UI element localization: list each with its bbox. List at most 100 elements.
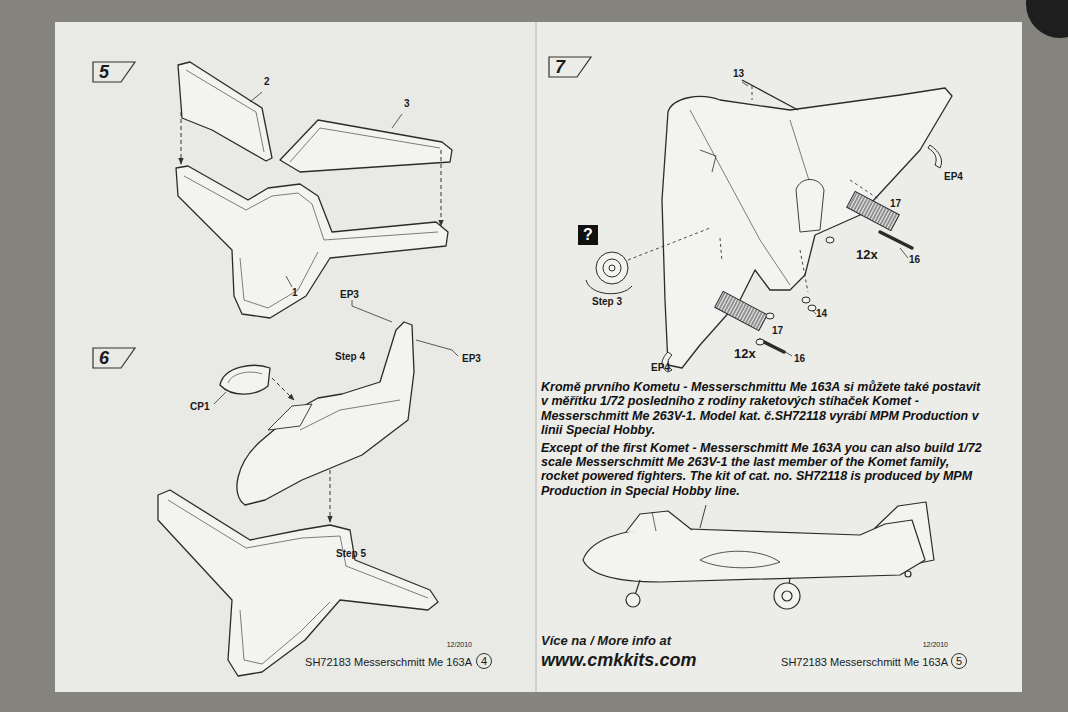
part-number: 16 — [794, 353, 805, 364]
leader-lines — [250, 92, 262, 102]
step-number: 6 — [92, 347, 136, 368]
paper-sheet — [55, 22, 1022, 692]
wing-parts-step5 — [184, 176, 438, 240]
fuselage-step6 — [237, 322, 414, 505]
assembly-arrows — [441, 150, 442, 226]
page-number: 5 — [951, 653, 967, 669]
me263-side-view — [583, 502, 934, 609]
assembly-arrows — [181, 112, 441, 226]
leader-lines — [900, 248, 908, 258]
leader-lines — [416, 340, 458, 356]
step-number-box: 6 — [92, 347, 136, 369]
small-parts — [742, 80, 798, 110]
fuselage-step6 — [220, 322, 414, 505]
small-parts — [880, 232, 912, 248]
assembly-arrows — [720, 238, 722, 262]
small-parts — [586, 80, 942, 372]
part-number: 14 — [816, 308, 827, 319]
wing-parts-step5 — [186, 70, 264, 152]
step-box-outline — [93, 348, 135, 368]
note-paragraphs: Kromě prvního Kometu - Messerschmittu Me… — [541, 380, 989, 501]
decal-code: EP3 — [462, 353, 481, 364]
step-number: 7 — [548, 56, 592, 77]
decal-code: EP4 — [944, 171, 963, 182]
note-english: Except of the first Komet - Messerschmit… — [541, 441, 989, 499]
small-parts — [715, 291, 768, 330]
wing-assembly-step6 — [158, 490, 438, 676]
me263-side-view — [652, 512, 656, 531]
wing-parts-step5 — [240, 252, 318, 308]
print-date: 12/2010 — [447, 641, 472, 649]
small-parts — [586, 280, 632, 294]
leader-lines — [392, 114, 402, 128]
paper-sheet — [536, 22, 1022, 692]
part-number: 13 — [733, 68, 744, 79]
assembly-arrows — [628, 228, 710, 260]
website-url: www.cmkkits.com — [541, 651, 696, 671]
step-reference: Step 3 — [592, 296, 622, 307]
decal-code: EP4 — [651, 362, 670, 373]
page-number-circle: 5 — [951, 653, 967, 669]
quantity-note: 12x — [856, 248, 878, 262]
wing-assembly-step6 — [158, 490, 438, 676]
step-number: 5 — [92, 61, 136, 82]
leader-lines — [352, 300, 392, 322]
me263-side-view — [905, 571, 911, 577]
query-mark: ? — [578, 225, 598, 245]
me263-side-view — [626, 593, 640, 607]
me263-side-view — [700, 551, 780, 568]
step-box-outline — [549, 57, 591, 77]
page-circle-outline — [952, 654, 967, 669]
more-info-label: Více na / More info at — [541, 634, 671, 648]
small-parts — [826, 237, 834, 243]
aircraft-bottom-view — [700, 150, 716, 172]
aircraft-bottom-view — [690, 110, 790, 285]
leader-lines — [742, 82, 748, 86]
aircraft-bottom-view — [662, 88, 952, 368]
page-number-circle: 4 — [476, 653, 492, 669]
decal-code: EP3 — [340, 289, 359, 300]
aircraft-bottom-view — [796, 180, 824, 233]
assembly-arrows — [752, 86, 753, 100]
assembly-arrows — [181, 112, 182, 164]
me263-side-view — [626, 511, 692, 532]
wing-parts-step5 — [280, 120, 452, 172]
query-box: ? — [578, 225, 598, 245]
assembly-arrows — [272, 378, 294, 400]
small-parts — [603, 259, 621, 277]
fuselage-step6 — [268, 404, 312, 430]
node-outline — [92, 61, 136, 83]
small-parts — [596, 252, 628, 284]
assembly-arrows — [330, 470, 331, 522]
small-parts — [766, 313, 774, 319]
print-date: 12/2010 — [923, 641, 948, 649]
leader-lines — [250, 92, 402, 287]
leader-lines — [214, 392, 226, 404]
node-outline — [548, 56, 592, 78]
leader-lines — [214, 300, 458, 404]
page-number: 4 — [476, 653, 492, 669]
part-number: 17 — [890, 198, 901, 209]
paper-sheet — [55, 22, 1022, 692]
me263-side-view — [774, 583, 800, 609]
node-outline — [92, 347, 136, 369]
query-box-fill — [578, 225, 598, 245]
wing-parts-step5 — [176, 62, 452, 318]
page-circle-outline — [477, 654, 492, 669]
leader-lines — [782, 350, 792, 356]
small-parts — [756, 339, 764, 345]
fuselage-step6 — [300, 400, 400, 430]
part-number: 17 — [772, 325, 783, 336]
wing-parts-step5 — [178, 62, 272, 161]
fuselage-step6 — [220, 365, 270, 394]
step-number-box: 7 — [548, 56, 592, 78]
small-parts — [928, 145, 942, 168]
part-number: 2 — [264, 76, 270, 87]
assembly-arrows — [272, 378, 330, 522]
kit-title: SH72183 Messerschmitt Me 163A — [305, 656, 472, 668]
paper-sheet — [535, 22, 537, 692]
